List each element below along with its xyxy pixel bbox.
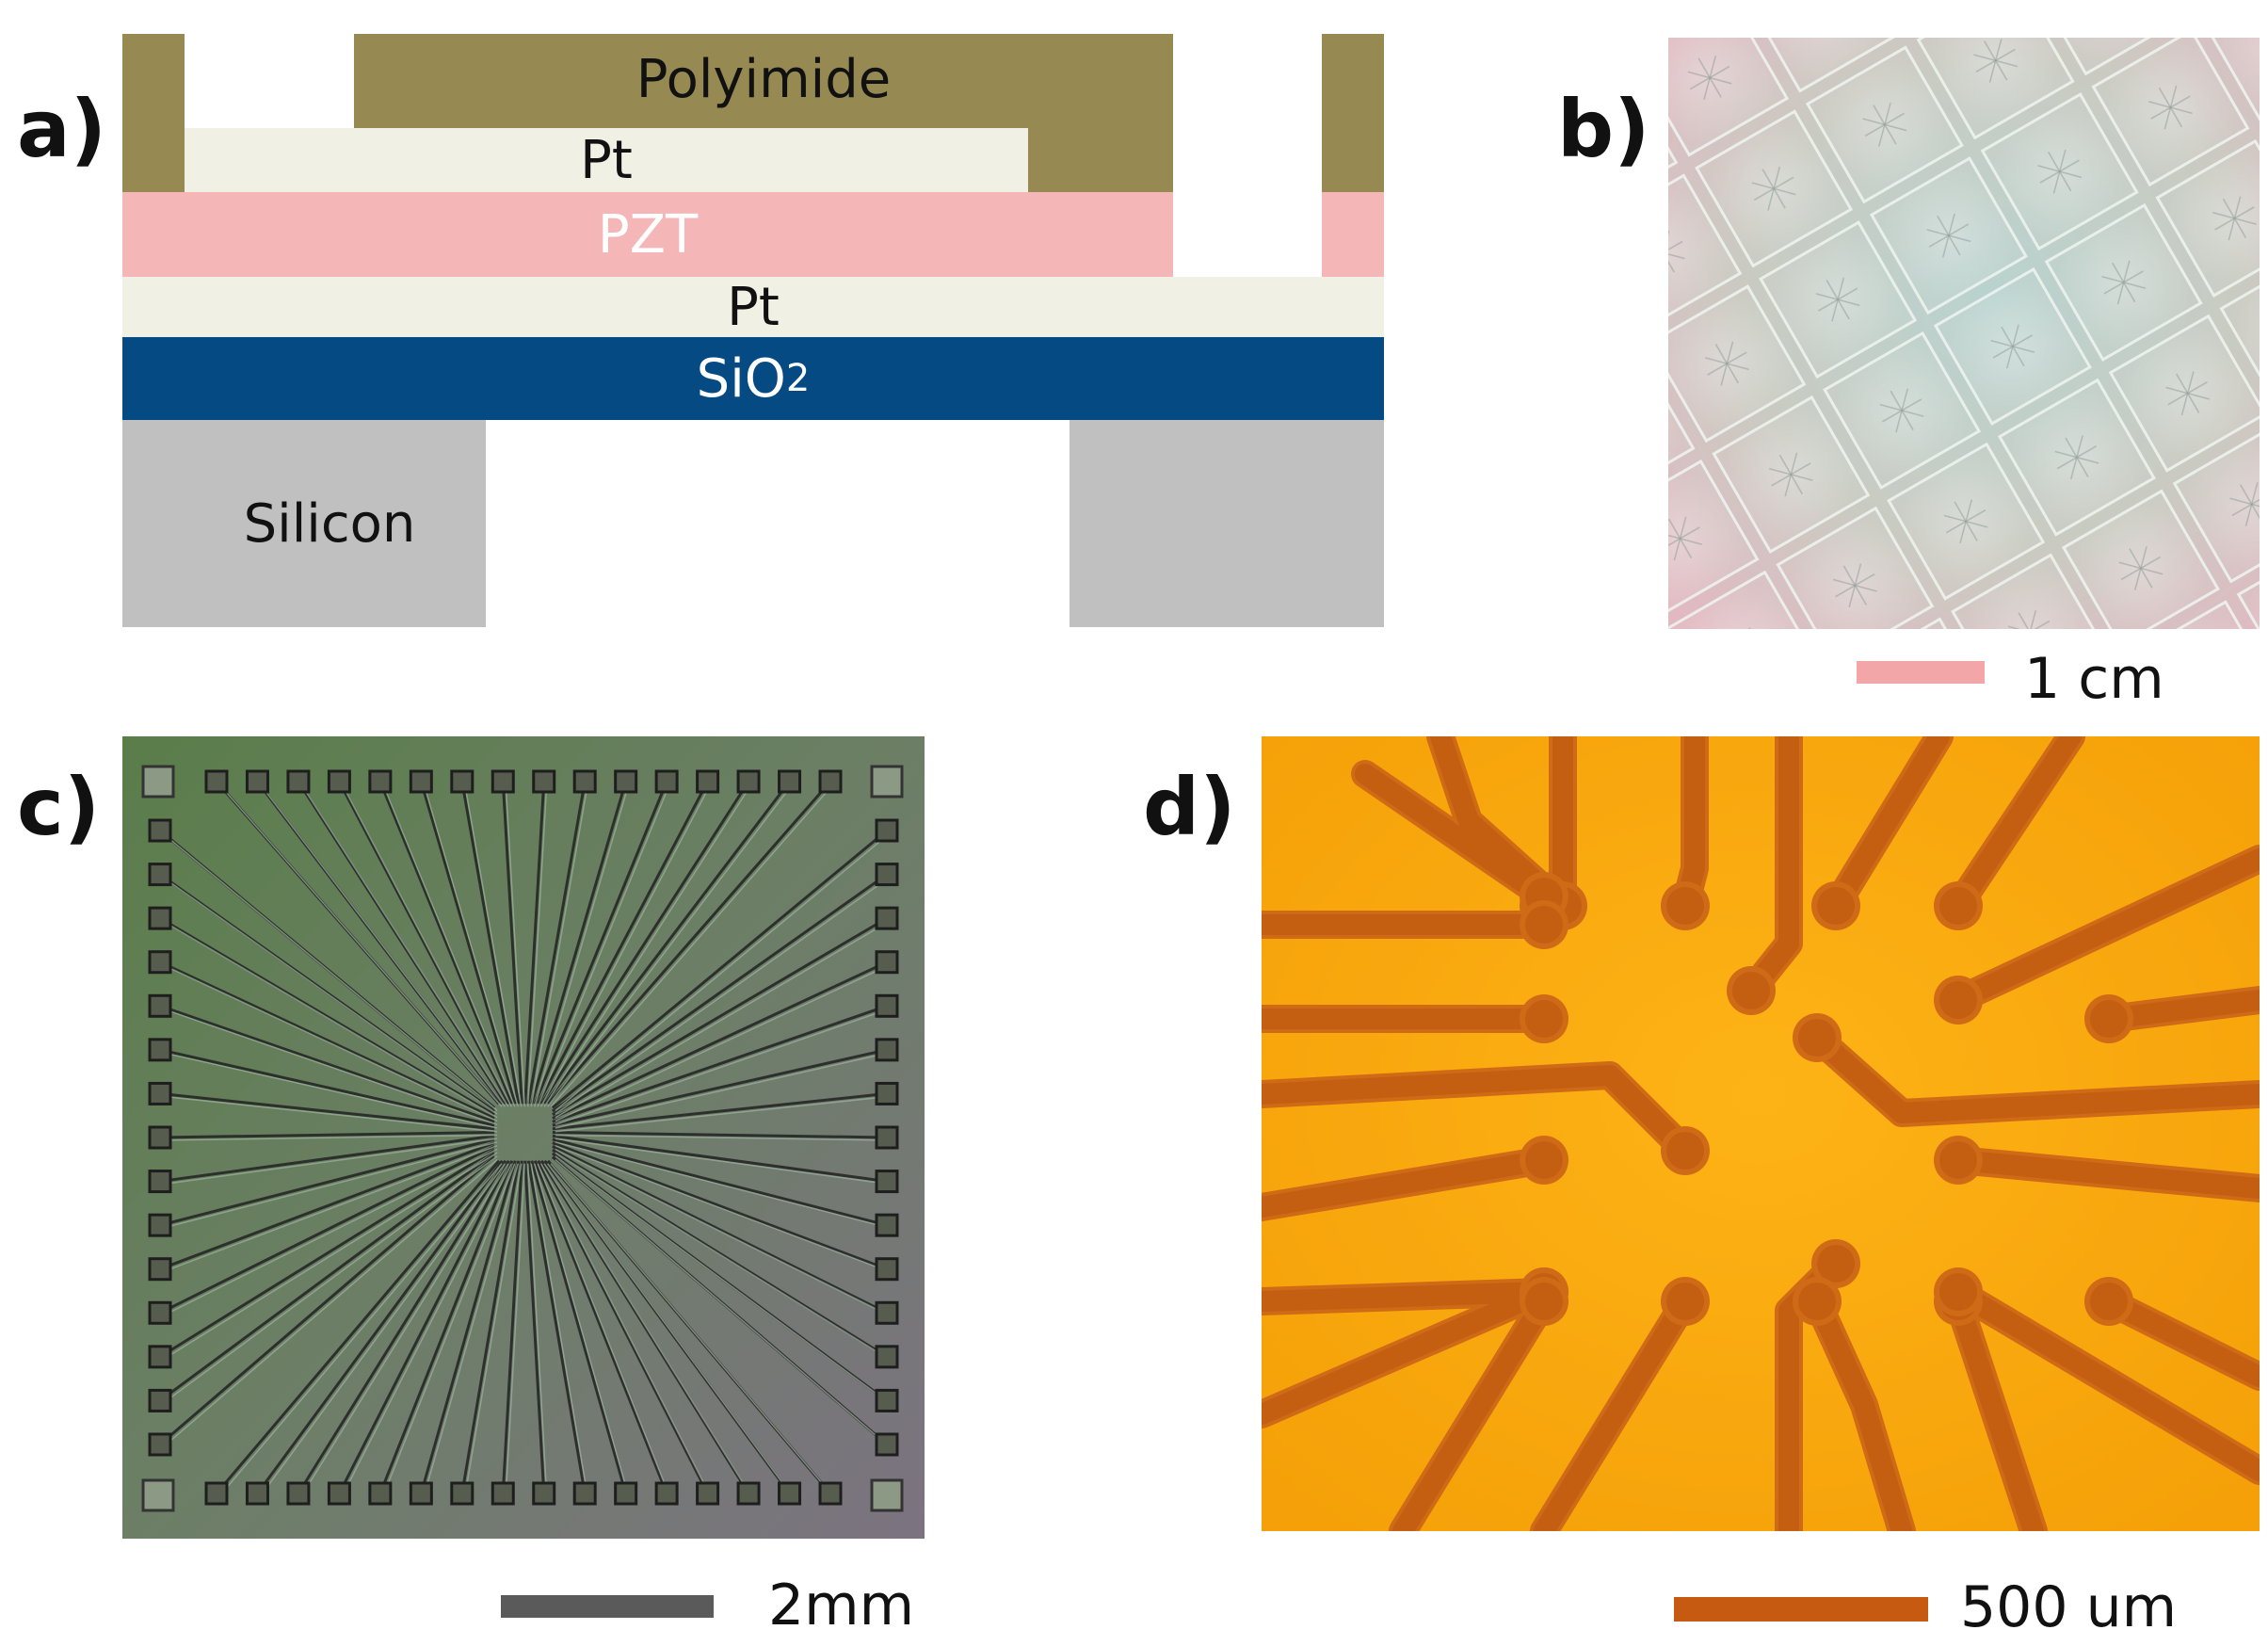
chip-photo-graphic: [122, 736, 925, 1539]
scale-label-1cm: 1 cm: [2024, 646, 2164, 712]
wafer-photo: [1668, 38, 2260, 629]
pzt-label: PZT: [597, 203, 699, 266]
pt-top-layer: Pt: [185, 128, 1028, 192]
pt-bottom-layer: Pt: [122, 276, 1384, 338]
microscope-photo-graphic: [1262, 736, 2260, 1531]
scale-bar-1cm: [1857, 661, 1985, 684]
panel-c-label: c): [17, 761, 101, 853]
silicon-right-block: [1070, 420, 1384, 627]
pzt-right-segment: [1322, 192, 1384, 277]
scale-bar-500um: [1674, 1597, 1928, 1622]
wafer-photo-graphic: [1668, 38, 2260, 629]
pt-bottom-label: Pt: [727, 276, 780, 338]
scale-label-500um: 500 um: [1960, 1574, 2178, 1640]
scale-label-2mm: 2mm: [768, 1573, 915, 1638]
pzt-layer: PZT: [122, 192, 1173, 277]
chip-photo: [122, 736, 925, 1539]
polyimide-right-post: [1322, 34, 1384, 192]
silicon-label: Silicon: [243, 492, 416, 555]
polyimide-left-post: [122, 34, 185, 192]
sio2-label: SiO: [696, 347, 786, 410]
panel-a-label: a): [17, 83, 107, 175]
silicon-left-block: [122, 420, 486, 627]
polyimide-label: Polyimide: [635, 49, 892, 110]
panel-d-label: d): [1143, 761, 1236, 853]
pt-top-label: Pt: [580, 129, 633, 191]
sio2-subscript: 2: [785, 357, 811, 400]
scale-bar-2mm: [501, 1595, 714, 1618]
panel-b-label: b): [1557, 83, 1650, 175]
microscope-photo: [1262, 736, 2260, 1531]
